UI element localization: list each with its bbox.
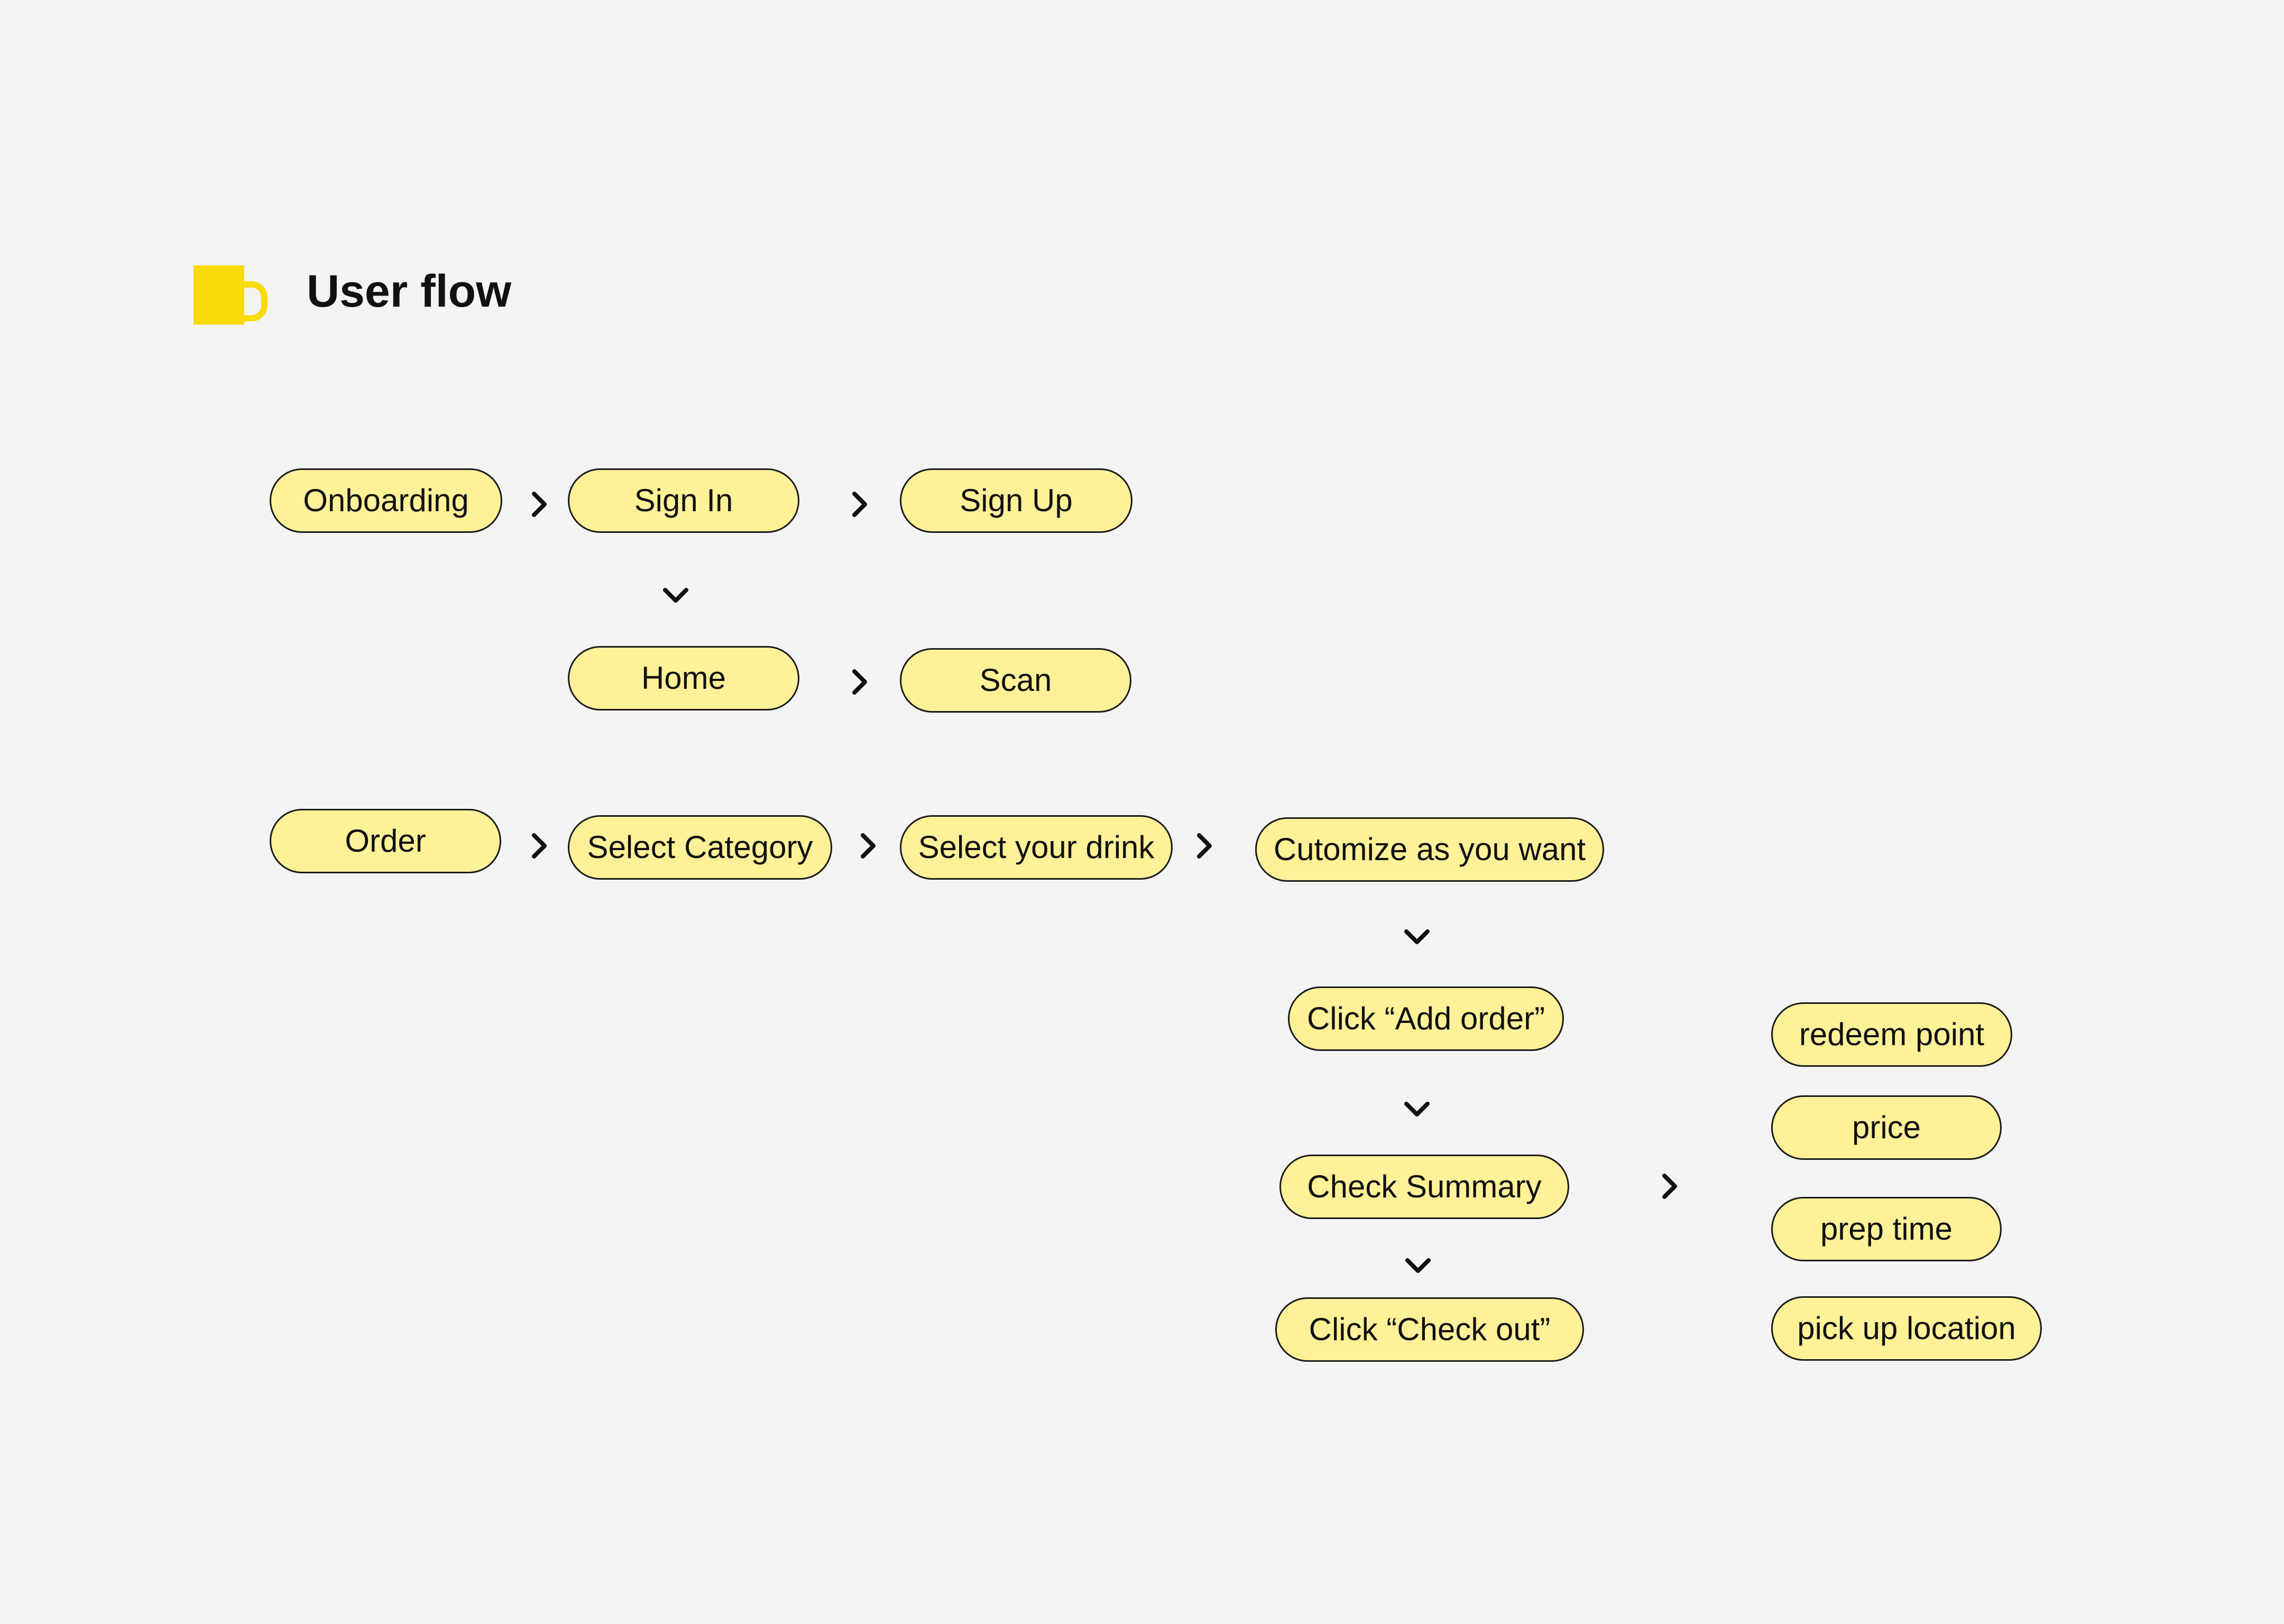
node-label: Sign Up — [960, 483, 1073, 518]
node-label: price — [1852, 1110, 1921, 1145]
chevron-right-icon — [1654, 1170, 1686, 1202]
node-label: pick up location — [1797, 1311, 2016, 1346]
node-label: Order — [345, 823, 426, 859]
node-customize[interactable]: Cutomize as you want — [1255, 817, 1604, 882]
node-label: Home — [641, 660, 726, 696]
node-redeem-point[interactable]: redeem point — [1771, 1002, 2012, 1067]
node-sign-in[interactable]: Sign In — [568, 468, 799, 533]
chevron-down-icon — [1401, 1093, 1433, 1125]
coffee-mug-icon — [194, 265, 268, 325]
node-label: Select Category — [587, 829, 813, 865]
node-order[interactable]: Order — [270, 809, 501, 873]
node-label: Click “Check out” — [1309, 1312, 1551, 1347]
chevron-right-icon — [844, 666, 876, 698]
node-add-order[interactable]: Click “Add order” — [1288, 986, 1564, 1051]
node-label: Click “Add order” — [1306, 1001, 1545, 1036]
node-select-category[interactable]: Select Category — [568, 815, 832, 880]
node-check-summary[interactable]: Check Summary — [1279, 1155, 1569, 1219]
node-prep-time[interactable]: prep time — [1771, 1197, 2002, 1261]
chevron-down-icon — [660, 579, 692, 611]
chevron-right-icon — [852, 830, 884, 862]
node-home[interactable]: Home — [568, 646, 799, 710]
node-select-drink[interactable]: Select your drink — [900, 815, 1173, 880]
node-label: Sign In — [634, 483, 733, 518]
node-price[interactable]: price — [1771, 1095, 2002, 1160]
node-onboarding[interactable]: Onboarding — [270, 468, 502, 533]
node-scan[interactable]: Scan — [900, 648, 1131, 713]
chevron-right-icon — [523, 830, 555, 862]
node-sign-up[interactable]: Sign Up — [900, 468, 1132, 533]
node-label: Cutomize as you want — [1273, 832, 1586, 867]
chevron-right-icon — [1189, 830, 1220, 862]
mug-body — [194, 265, 244, 325]
chevron-down-icon — [1401, 921, 1433, 953]
node-check-out[interactable]: Click “Check out” — [1275, 1297, 1584, 1362]
node-label: Onboarding — [303, 483, 469, 518]
page-title: User flow — [307, 266, 512, 317]
node-label: Scan — [979, 662, 1052, 698]
node-label: redeem point — [1799, 1017, 1985, 1052]
chevron-down-icon — [1402, 1250, 1434, 1281]
node-label: prep time — [1820, 1211, 1953, 1247]
node-pickup-location[interactable]: pick up location — [1771, 1296, 2042, 1361]
chevron-right-icon — [844, 488, 876, 520]
node-label: Check Summary — [1307, 1169, 1542, 1204]
chevron-right-icon — [523, 488, 555, 520]
node-label: Select your drink — [918, 829, 1155, 865]
